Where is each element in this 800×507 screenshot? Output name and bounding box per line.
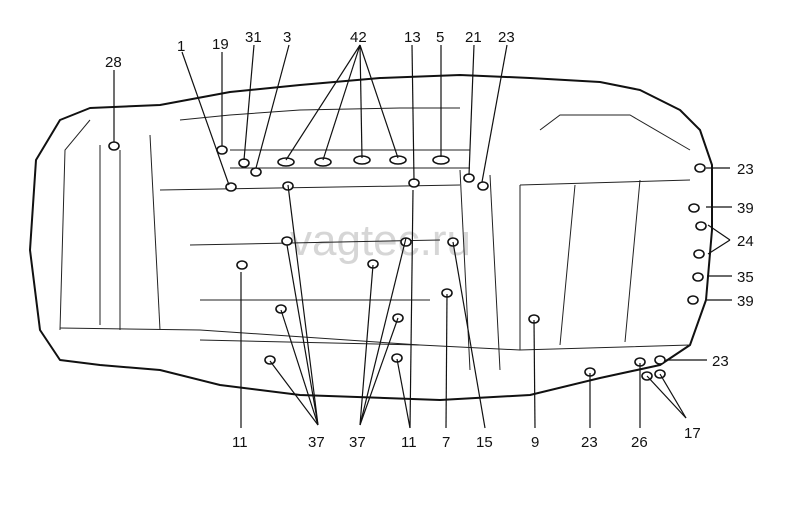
drain-plug-marker (654, 355, 666, 365)
callout-label: 24 (737, 233, 754, 250)
vehicle-underbody-outline (29, 74, 713, 401)
drain-plug-marker (264, 355, 276, 365)
drain-plug-marker (236, 260, 248, 270)
callout-label: 37 (349, 434, 366, 451)
callout-label: 7 (442, 434, 450, 451)
callout-label: 3 (283, 29, 291, 46)
callout-label: 31 (245, 29, 262, 46)
callout-label: 35 (737, 269, 754, 286)
drain-plug-marker (277, 157, 295, 167)
callout-label: 37 (308, 434, 325, 451)
leader-lines (113, 44, 732, 429)
drain-plug-marker (250, 167, 262, 177)
drain-plug-marker (432, 155, 450, 165)
drain-plug-marker (238, 158, 250, 168)
watermark-text: vagtec.ru (290, 216, 471, 265)
drain-plug-marker (389, 155, 407, 165)
callout-label: 39 (737, 293, 754, 310)
drain-plug-marker (281, 236, 293, 246)
drain-plug-marker (687, 295, 699, 305)
drain-plug-marker (216, 145, 228, 155)
callout-label: 1 (177, 38, 185, 55)
callout-label: 26 (631, 434, 648, 451)
callout-label: 23 (712, 353, 729, 370)
callout-label: 21 (465, 29, 482, 46)
drain-plug-marker (108, 141, 120, 151)
drain-plug-marker (692, 272, 704, 282)
callout-label: 9 (531, 434, 539, 451)
callout-labels-top: 28 1 19 31 3 42 13 5 21 23 (105, 29, 515, 71)
drain-plug-marker (275, 304, 287, 314)
drain-plug-marker (693, 249, 705, 259)
callout-label: 42 (350, 29, 367, 46)
callout-label: 17 (684, 425, 701, 442)
plug-markers (108, 141, 707, 381)
drain-plug-marker (694, 163, 706, 173)
callout-label: 15 (476, 434, 493, 451)
callout-label: 39 (737, 200, 754, 217)
drain-plug-marker (695, 221, 707, 231)
callout-label: 23 (737, 161, 754, 178)
callout-label: 23 (581, 434, 598, 451)
drain-plug-marker (408, 178, 420, 188)
drain-plug-marker (477, 181, 489, 191)
callout-label: 11 (401, 434, 417, 451)
callout-label: 28 (105, 54, 122, 71)
callout-label: 11 (232, 434, 248, 451)
drain-plug-marker (688, 203, 700, 213)
callout-labels-bottom: 11 37 37 11 7 15 9 23 26 17 (232, 425, 701, 451)
callout-label: 23 (498, 29, 515, 46)
drain-plug-marker (225, 182, 237, 192)
callout-label: 5 (436, 29, 444, 46)
callout-label: 19 (212, 36, 229, 53)
callout-label: 13 (404, 29, 421, 46)
callout-labels-right: 23 39 24 35 39 23 (712, 161, 754, 370)
drain-plug-marker (314, 157, 332, 167)
drain-plug-marker (463, 173, 475, 183)
